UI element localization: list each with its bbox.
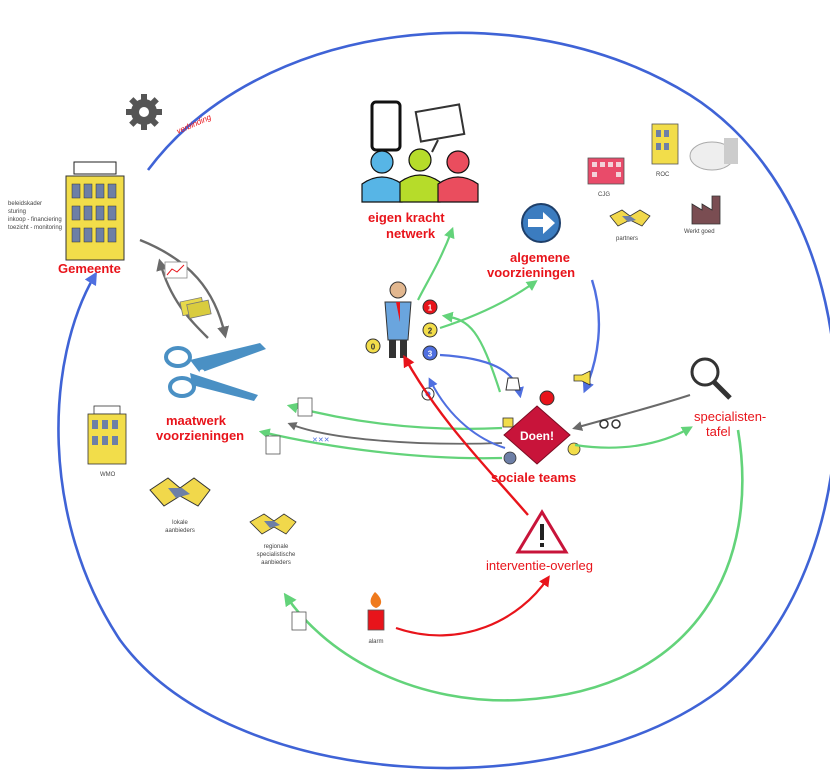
lokale-label-2: aanbieders xyxy=(165,528,195,534)
step-0: 0 xyxy=(365,338,381,354)
ring-arc-label: verbinding xyxy=(175,112,213,135)
roc-label: ROC xyxy=(656,172,670,178)
handshake-icon xyxy=(149,477,211,507)
scissors-icon xyxy=(164,343,266,401)
megaphone-icon xyxy=(573,370,591,386)
gemeente-note-3: inkoop - financiering xyxy=(8,217,62,223)
arrow-specialisten-to-team xyxy=(572,394,691,431)
roc-building-icon xyxy=(651,123,679,165)
arrow-gemeente-to-maatwerk xyxy=(139,238,230,339)
gemeente-note-2: sturing xyxy=(8,209,26,215)
regio-label-1: regionale xyxy=(264,544,289,550)
magnifier-icon xyxy=(690,357,732,400)
eigen-kracht-label-2: netwerk xyxy=(386,226,436,241)
document-icon-regionaal xyxy=(291,611,307,631)
handshake-icon-regional xyxy=(249,513,297,535)
svg-text:✕✕✕: ✕✕✕ xyxy=(312,437,330,444)
chart-icon xyxy=(164,261,188,279)
svg-text:1: 1 xyxy=(428,304,433,313)
arrow-alarm-to-interventie xyxy=(395,575,550,637)
gear-icon xyxy=(126,94,162,130)
gemeente-note-1: beleidskader xyxy=(8,201,42,207)
specialisten-label-1: specialisten- xyxy=(694,409,766,424)
arrow-team-to-maatwerk-2 xyxy=(258,428,503,460)
gemeente-note-4: toezicht - monitoring xyxy=(8,225,62,231)
handshake-icon-small xyxy=(609,209,651,227)
wmo-label: WMO xyxy=(100,472,116,478)
svg-text:3: 3 xyxy=(428,350,433,359)
partners-small-label: partners xyxy=(616,236,638,242)
arrow-team-to-vehicle xyxy=(428,377,506,449)
arrow-interventie-to-person xyxy=(403,354,529,516)
svg-text:2: 2 xyxy=(428,327,433,336)
werkt-label: Werkt goed xyxy=(684,229,715,235)
badge-icon xyxy=(689,138,738,171)
step-3: 3 xyxy=(422,345,438,361)
arrow-to-algemene xyxy=(439,280,538,330)
regio-label-3: aanbieders xyxy=(261,560,291,566)
algemene-label-2: voorzieningen xyxy=(487,265,575,280)
eigen-kracht-label-1: eigen kracht xyxy=(368,210,445,225)
fire-icon xyxy=(367,592,385,631)
lokale-label-1: lokale xyxy=(172,520,188,526)
people-icon xyxy=(361,148,479,203)
gemeente-notes: beleidskader sturing inkoop - financieri… xyxy=(8,201,62,231)
document-icon-maatwerk: ✕✕✕ xyxy=(265,397,330,455)
glasses-icon xyxy=(599,419,621,429)
gemeente-building-icon xyxy=(65,161,125,261)
factory-icon xyxy=(691,195,721,225)
arrow-team-to-maatwerk-gray xyxy=(287,422,503,445)
arrow-team-to-person xyxy=(441,311,502,393)
svg-text:0: 0 xyxy=(371,343,376,352)
regio-label-2: specialistische xyxy=(257,552,296,558)
specialisten-label-2: tafel xyxy=(706,424,731,439)
algemene-label-1: algemene xyxy=(510,250,570,265)
step-2: 2 xyxy=(422,322,438,338)
interventie-label: interventie-overleg xyxy=(486,558,593,573)
step-1: 1 xyxy=(422,299,438,315)
arrow-to-eigen-kracht xyxy=(417,226,455,301)
arrow-circle-icon xyxy=(521,203,561,243)
arrow-specialisten-to-regionaal xyxy=(283,429,744,702)
cjg-label: CJG xyxy=(598,192,610,198)
team-dot-red xyxy=(539,390,555,406)
maatwerk-label-1: maatwerk xyxy=(166,413,227,428)
tablet-icon xyxy=(370,100,402,152)
doen-label: Doen! xyxy=(520,429,554,443)
wmo-building-icon xyxy=(87,405,127,465)
warning-icon xyxy=(515,509,569,554)
person-icon xyxy=(384,281,412,358)
gemeente-label: Gemeente xyxy=(58,261,121,276)
sociale-teams-label: sociale teams xyxy=(491,470,576,485)
arrow-team-to-specialisten xyxy=(574,426,693,449)
cash-icon xyxy=(179,296,212,319)
arrow-team-to-maatwerk-1 xyxy=(286,402,503,430)
maatwerk-label-2: voorzieningen xyxy=(156,428,244,443)
alarm-label: alarm xyxy=(368,639,383,645)
cjg-building-icon xyxy=(587,157,625,185)
doen-diamond: Doen! xyxy=(503,405,571,465)
notification-icon xyxy=(505,377,521,391)
monitor-icon xyxy=(414,103,466,153)
